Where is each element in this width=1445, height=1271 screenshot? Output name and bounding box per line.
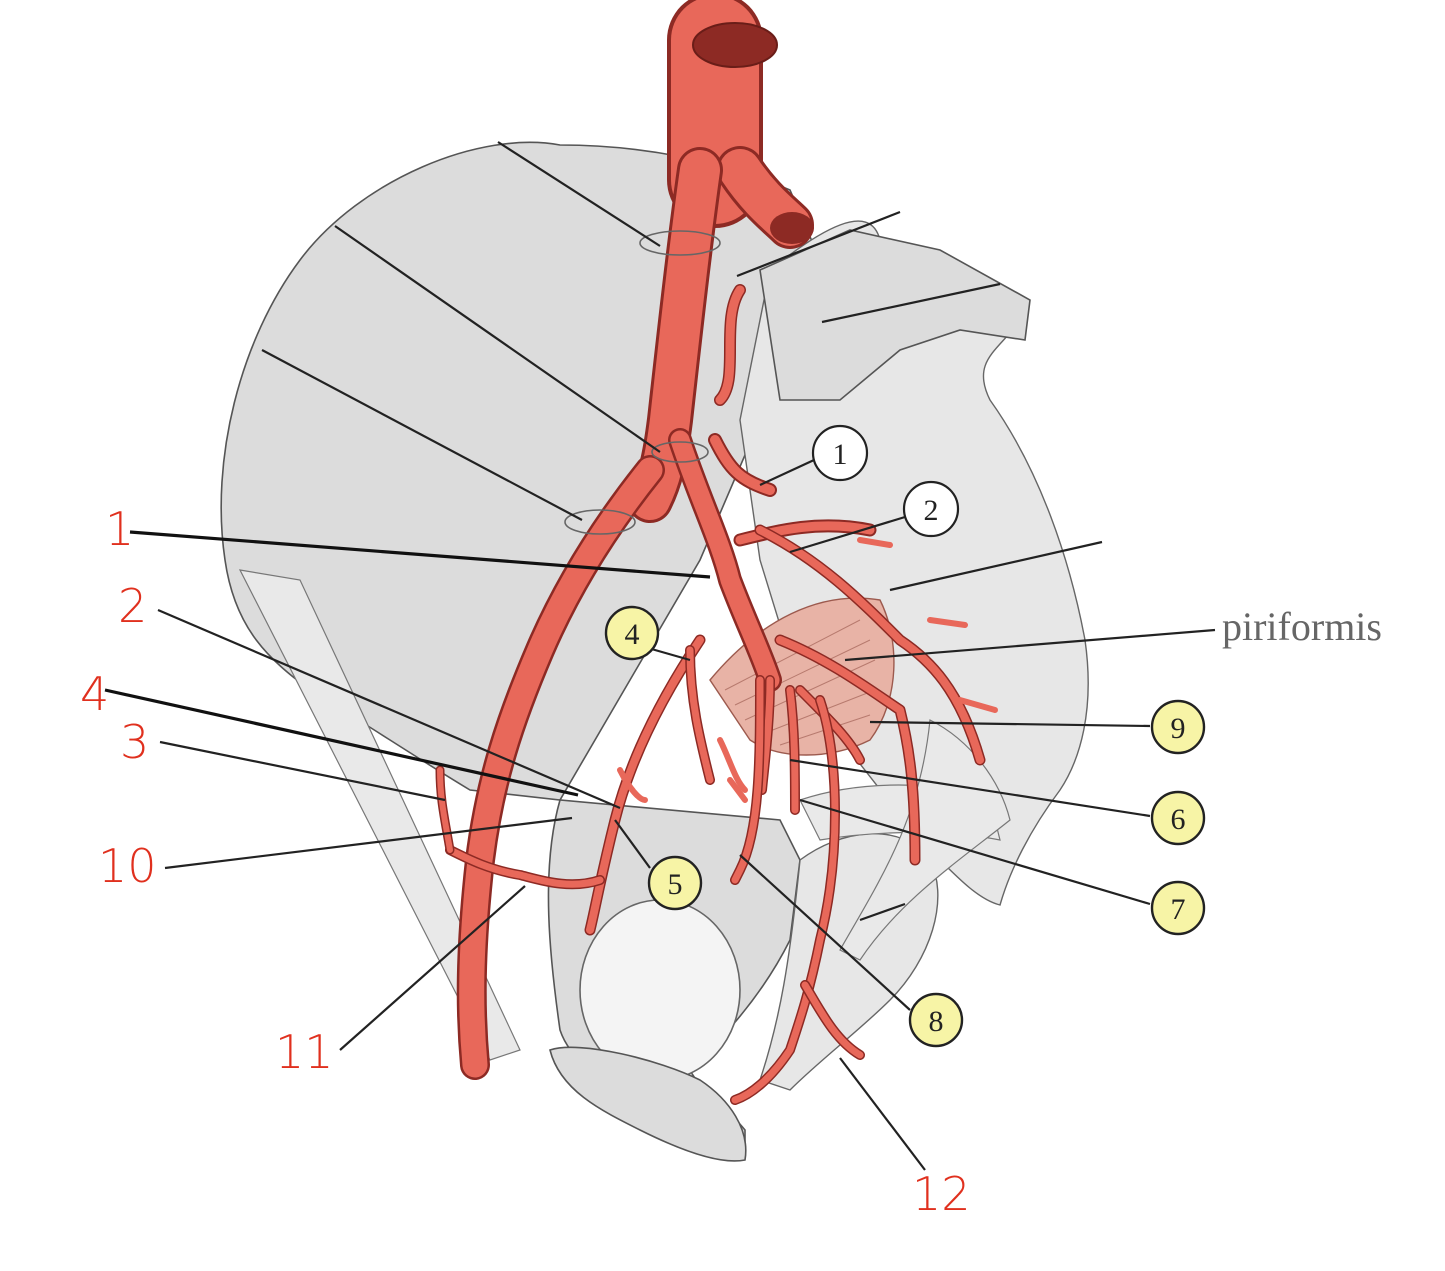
- circle-marker-6: [1150, 790, 1206, 846]
- piriformis-label: piriformis: [844, 604, 1382, 662]
- leader-12: [839, 1057, 926, 1171]
- hand-label-3: 3: [120, 715, 149, 769]
- circle-marker-8: [908, 992, 964, 1048]
- leader-4: [104, 688, 579, 797]
- hand-label-10: 10: [98, 839, 157, 893]
- circle-label-9: 9: [1171, 712, 1186, 745]
- leader-1: [129, 530, 711, 579]
- right-common-iliac: [716, 146, 814, 249]
- piriformis-text: piriformis: [1222, 604, 1382, 649]
- hand-label-12: 12: [912, 1167, 971, 1221]
- circle-label-1: 1: [833, 438, 848, 471]
- circle-label-5: 5: [668, 868, 683, 901]
- vessel-rings: [564, 230, 721, 535]
- circle-marker-1: [811, 424, 869, 482]
- piriformis-leader: [844, 628, 1216, 662]
- circle-label-8: 8: [929, 1005, 944, 1038]
- circle-marker-5: [647, 855, 703, 911]
- leader-3: [159, 740, 446, 802]
- hand-label-11: 11: [275, 1025, 334, 1079]
- hand-label-1: 1: [105, 502, 134, 556]
- circle-marker-7: [1150, 880, 1206, 936]
- circle-label-6: 6: [1171, 803, 1186, 836]
- circle-marker-2: [902, 480, 960, 538]
- unlabeled-leaders: [261, 141, 1103, 922]
- yellow-circled-labels: 4 5 6 7 8 9: [604, 605, 1206, 1048]
- leader-2: [157, 608, 621, 810]
- arteries: [435, 0, 998, 1105]
- circle-label-4: 4: [625, 618, 640, 651]
- leader-11: [339, 885, 526, 1051]
- circle-marker-4: [604, 605, 660, 661]
- pubic-symphysis: [549, 1046, 747, 1162]
- circle-marker-9: [1150, 699, 1206, 755]
- circle-label-7: 7: [1171, 893, 1186, 926]
- circle-label-2: 2: [924, 494, 939, 527]
- vertebra: [759, 229, 1031, 401]
- leader-10: [164, 816, 573, 870]
- white-circled-labels: 1 2: [759, 424, 960, 554]
- internal-iliac: [435, 284, 998, 1105]
- handwritten-labels: 1 2 3 4 10 11 12: [80, 502, 971, 1221]
- external-iliac-femoral: [456, 455, 665, 1080]
- hand-label-2: 2: [118, 579, 147, 633]
- inguinal-ligament: [238, 569, 521, 1061]
- sacrotuberous-ligament: [839, 719, 1011, 961]
- hand-label-4: 4: [80, 667, 109, 721]
